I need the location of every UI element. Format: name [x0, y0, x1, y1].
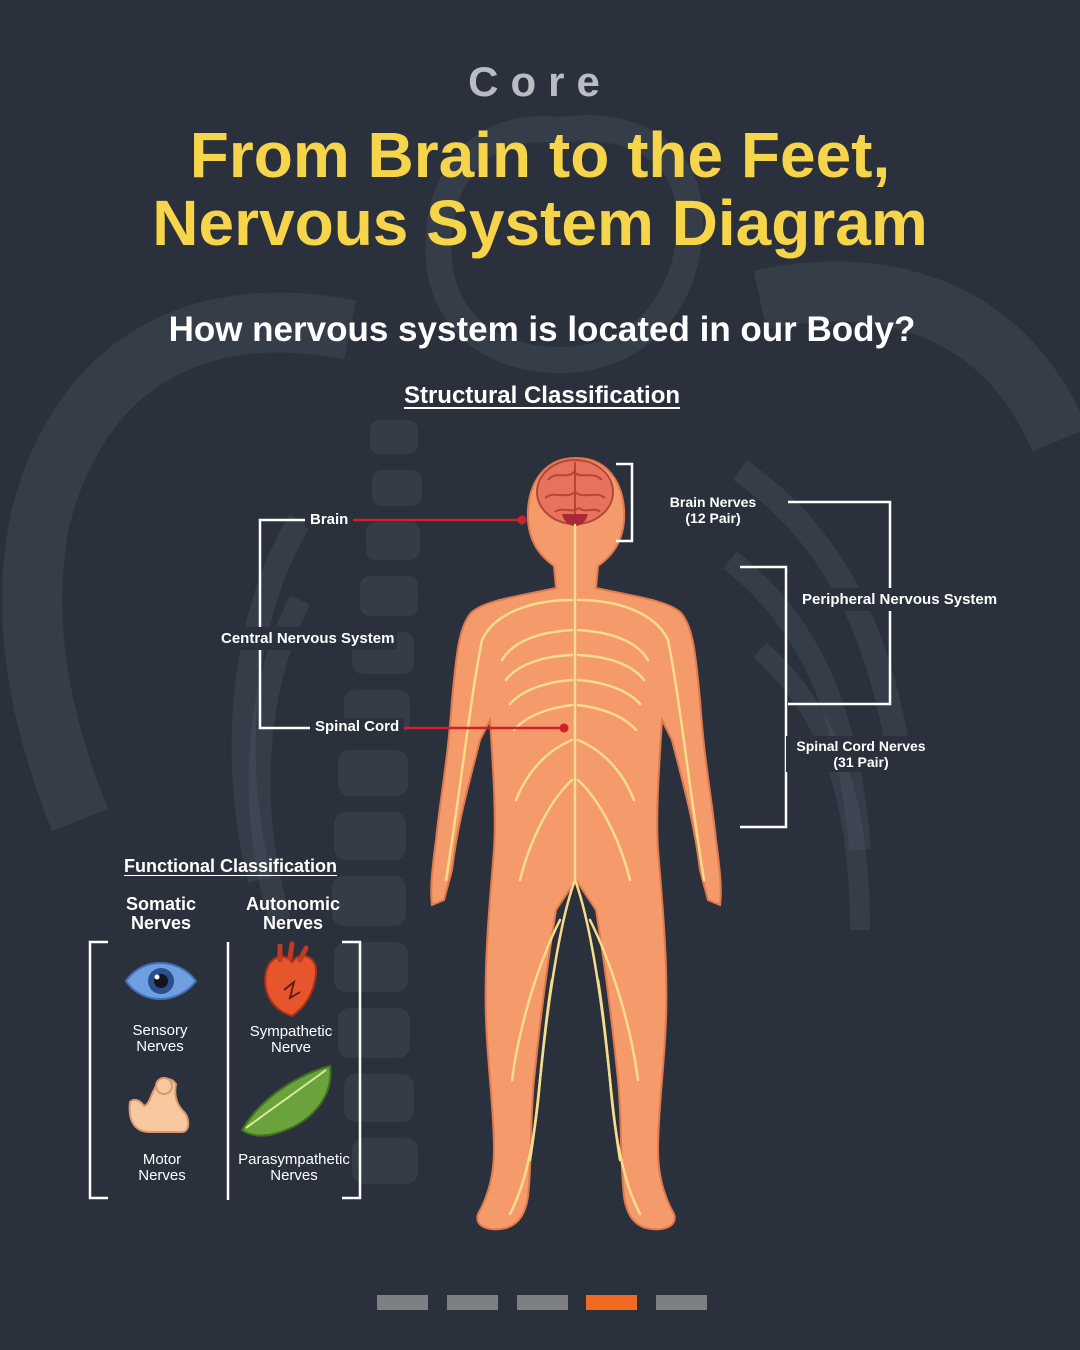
brain-nerves-count: (12 Pair) — [685, 510, 741, 526]
spinal-nerves-bracket — [740, 565, 788, 829]
sensory-nerves-label: Sensory Nerves — [100, 1023, 220, 1055]
somatic-nerves-heading: Somatic Nerves — [104, 895, 218, 933]
eye-icon — [124, 962, 198, 1000]
brain-nerves-label: Brain Nerves (12 Pair) — [660, 494, 766, 526]
parasympathetic-line2: Nerves — [270, 1167, 318, 1184]
autonomic-bracket — [342, 940, 362, 1200]
somatic-line2: Nerves — [130, 913, 192, 933]
leaf-icon — [240, 1064, 332, 1137]
page-title-line2: Nervous System Diagram — [152, 187, 928, 259]
functional-classification-heading: Functional Classification — [124, 856, 338, 876]
autonomic-nerves-heading: Autonomic Nerves — [234, 895, 352, 933]
structural-classification-heading: Structural Classification — [403, 382, 681, 409]
brain-label: Brain — [305, 511, 354, 528]
cns-bracket — [258, 518, 314, 730]
motor-nerves-label: Motor Nerves — [100, 1152, 224, 1184]
somatic-line1: Somatic — [125, 894, 197, 914]
parasympathetic-nerves-label: Parasympathetic Nerves — [232, 1152, 356, 1184]
parasympathetic-line1: Parasympathetic — [238, 1151, 350, 1168]
somatic-bracket — [88, 940, 108, 1200]
spinal-nerves-title: Spinal Cord Nerves — [796, 738, 926, 754]
page-indicator-3[interactable] — [517, 1295, 568, 1310]
question-subtitle: How nervous system is located in our Bod… — [168, 310, 916, 349]
brand-label: Core — [468, 58, 612, 105]
cns-label: Central Nervous System — [218, 627, 398, 650]
sympathetic-nerve-label: Sympathetic Nerve — [232, 1024, 350, 1056]
sensory-line2: Nerves — [136, 1038, 184, 1055]
page-indicator-1[interactable] — [377, 1295, 428, 1310]
spinal-nerves-label: Spinal Cord Nerves (31 Pair) — [786, 736, 936, 772]
brain-pointer-dot — [517, 515, 527, 525]
motor-line2: Nerves — [138, 1167, 186, 1184]
spinal-nerves-count: (31 Pair) — [833, 754, 889, 770]
motor-line1: Motor — [142, 1151, 182, 1168]
brain-nerves-title: Brain Nerves — [669, 494, 757, 510]
sympathetic-line2: Nerve — [270, 1039, 311, 1056]
nerve-network — [444, 523, 706, 1216]
page-indicator-4[interactable] — [586, 1295, 637, 1310]
page-indicator-2[interactable] — [447, 1295, 498, 1310]
autonomic-line2: Nerves — [262, 913, 324, 933]
sympathetic-line1: Sympathetic — [249, 1023, 333, 1040]
page-indicator-5[interactable] — [656, 1295, 707, 1310]
sensory-line1: Sensory — [132, 1022, 188, 1039]
pns-label: Peripheral Nervous System — [798, 588, 1002, 611]
spinal-cord-pointer-dot — [559, 723, 569, 733]
heart-icon — [264, 941, 318, 1018]
brain-nerves-bracket — [616, 462, 634, 543]
autonomic-line1: Autonomic — [246, 894, 340, 914]
page-title-line1: From Brain to the Feet, — [189, 119, 891, 191]
flexed-arm-icon — [128, 1077, 190, 1133]
spinal-cord-label: Spinal Cord — [310, 718, 405, 735]
